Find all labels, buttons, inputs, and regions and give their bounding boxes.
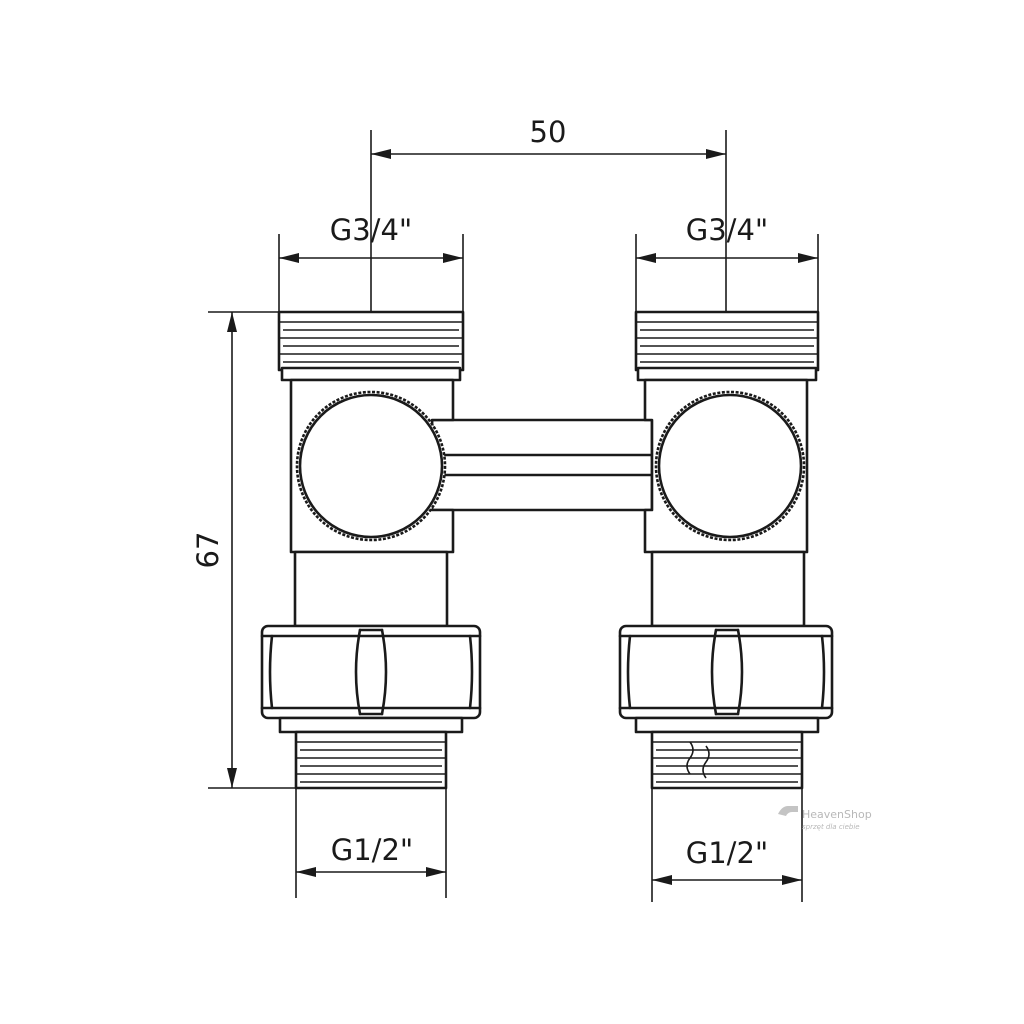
- dimension-top-right-thread: G3/4": [635, 213, 819, 312]
- left-knurled-knob: [295, 390, 447, 542]
- bathtub-logo-icon: [778, 806, 798, 816]
- right-top-thread: [634, 310, 820, 372]
- dimension-center-distance: 50: [370, 115, 727, 312]
- dimension-bottom-right-thread: G1/2": [651, 788, 803, 902]
- right-washer: [634, 716, 820, 734]
- left-valve: [260, 310, 482, 790]
- overall-height-label: 67: [191, 532, 225, 569]
- top-left-thread-label: G3/4": [330, 213, 412, 247]
- connecting-bridge: [430, 418, 654, 512]
- right-knurled-knob: [654, 390, 806, 542]
- right-top-collar: [636, 366, 818, 382]
- watermark-brand: HeavenShop: [802, 808, 872, 821]
- top-right-thread-label: G3/4": [686, 213, 768, 247]
- heavenshop-watermark: HeavenShop sprzęt dla ciebie: [778, 806, 872, 831]
- bottom-left-thread-label: G1/2": [331, 833, 413, 867]
- left-bottom-thread: [294, 730, 448, 790]
- center-distance-label: 50: [530, 115, 567, 149]
- dimension-top-left-thread: G3/4": [278, 213, 464, 312]
- dimension-overall-height: 67: [191, 311, 296, 789]
- right-bottom-thread: [650, 730, 804, 790]
- left-top-thread: [277, 310, 465, 372]
- watermark-tagline: sprzęt dla ciebie: [802, 823, 860, 831]
- dimension-bottom-left-thread: G1/2": [295, 788, 447, 898]
- left-top-collar: [280, 366, 462, 382]
- bottom-right-thread-label: G1/2": [686, 836, 768, 870]
- left-hex-nut: [260, 624, 482, 720]
- right-neck: [650, 550, 806, 628]
- right-valve: [618, 310, 834, 790]
- left-neck: [293, 550, 449, 628]
- right-hex-nut: [618, 624, 834, 720]
- left-washer: [278, 716, 464, 734]
